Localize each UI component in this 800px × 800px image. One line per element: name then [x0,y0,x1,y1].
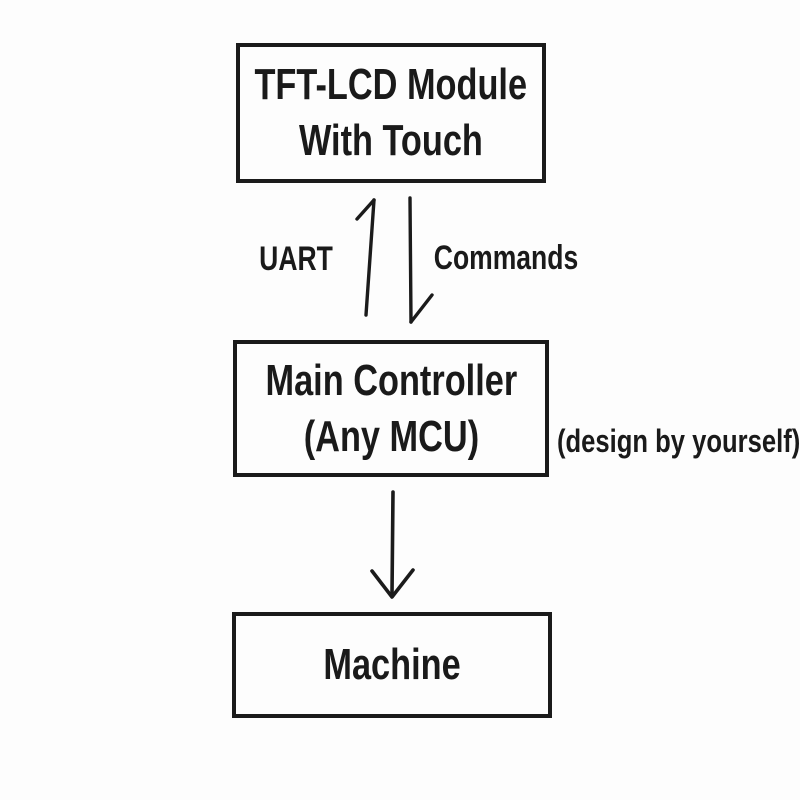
node-label-text: Machine [323,640,461,689]
node-label: (Any MCU) [279,409,504,465]
node-label-text: (Any MCU) [303,411,479,461]
uart-edge-label-text: UART [259,240,333,278]
commands-edge-label: Commands [413,241,598,275]
node-label: Machine [304,637,480,693]
commands-edge-label-text: Commands [433,239,579,277]
node-label-text: TFT-LCD Module [254,60,528,109]
node-label: TFT-LCD Module [216,57,566,113]
node-label-text: Main Controller [265,355,517,405]
design-by-yourself-note-text: (design by yourself) [557,423,800,459]
node-label: With Touch [273,113,509,169]
node-label: Main Controller [230,353,553,409]
design-by-yourself-note: (design by yourself) [557,425,800,457]
machine-down-arrow-icon [370,490,415,599]
uart-edge-label: UART [249,242,343,276]
uart-up-arrow-icon [355,198,376,317]
node-main-controller: Main Controller (Any MCU) [233,340,549,477]
node-tft-lcd-module: TFT-LCD Module With Touch [236,43,546,183]
node-machine: Machine [232,612,552,718]
node-label-text: With Touch [299,116,483,165]
